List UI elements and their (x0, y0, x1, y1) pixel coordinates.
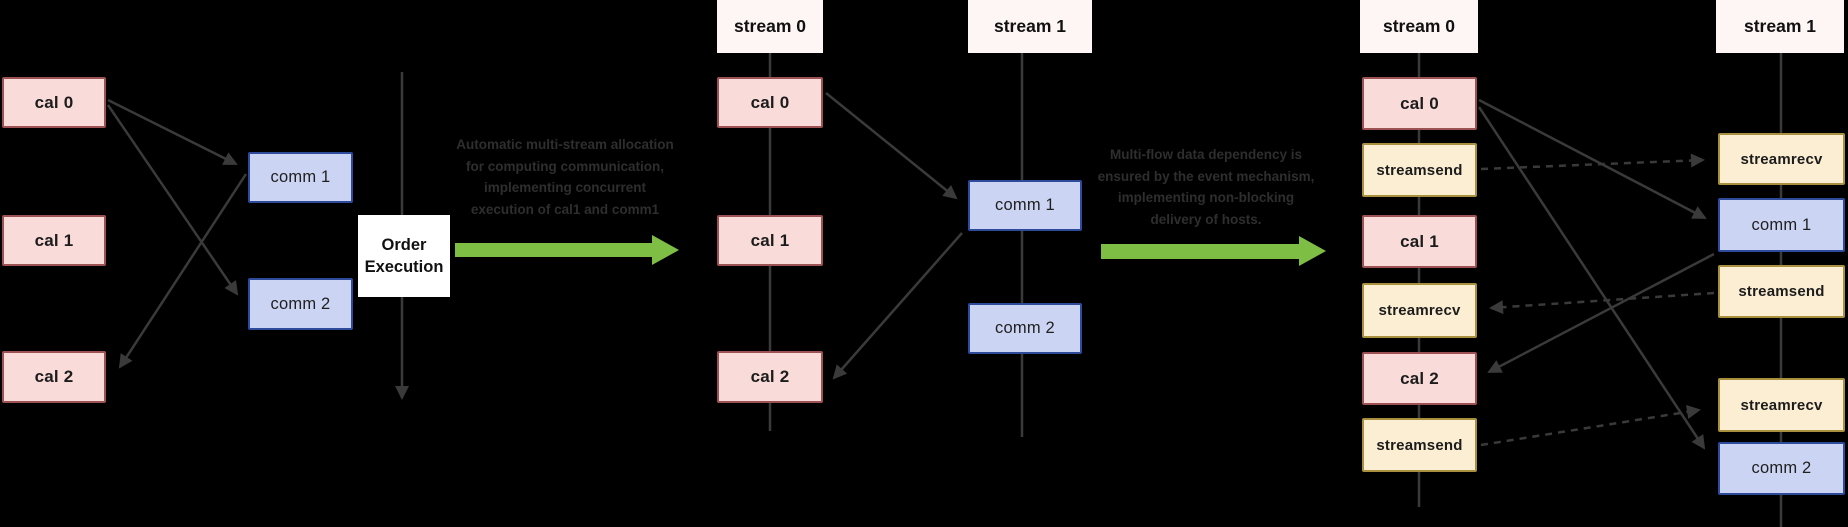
stage3-stream1-header: stream 1 (1716, 0, 1844, 53)
arrow-comm1-cal2-stage3 (1487, 252, 1715, 374)
dashed-arrow-send0-recv1-bottom (1480, 404, 1701, 447)
stage2-cal1-box: cal 1 (717, 215, 823, 266)
stage3-streamsend0-box: streamsend (1362, 143, 1477, 197)
arrow-comm1-cal2-stage2 (832, 232, 963, 380)
stage2-cal2-box: cal 2 (717, 351, 823, 403)
arrow-comm1-cal2 (118, 173, 248, 369)
stage3-cal1-box: cal 1 (1362, 215, 1477, 268)
dashed-arrow-send0-recv1 (1480, 153, 1705, 171)
stage1-comm1-box: comm 1 (248, 152, 353, 203)
stage3-streamsend1-box: streamsend (1718, 265, 1845, 318)
stage1-cal2-box: cal 2 (2, 351, 106, 403)
stage2-stream1-header: stream 1 (968, 0, 1092, 53)
stage3-streamrecv1-box: streamrecv (1718, 133, 1845, 185)
dashed-arrow-send1-recv0 (1489, 291, 1715, 315)
transition1-caption: Automatic multi-stream allocation for co… (456, 137, 674, 217)
transition-arrow-1 (455, 235, 679, 265)
order-execution-label: Order Execution (358, 215, 450, 297)
arrow-cal0-comm2 (106, 104, 239, 296)
stage1-comm2-box: comm 2 (248, 278, 353, 330)
stage3-streamrecv1b-box: streamrecv (1718, 378, 1845, 432)
arrow-cal0-comm2-stage3 (1477, 106, 1706, 450)
stage3-cal2-box: cal 2 (1362, 352, 1477, 405)
stage3-comm2-box: comm 2 (1718, 442, 1845, 495)
transition-arrow-2 (1101, 236, 1326, 266)
stage2-cal0-box: cal 0 (717, 77, 823, 128)
stage1-cal1-box: cal 1 (2, 215, 106, 266)
stage2-stream0-header: stream 0 (717, 0, 823, 53)
stage2-comm1-box: comm 1 (968, 180, 1082, 231)
arrow-cal0-comm1 (107, 98, 238, 166)
stage3-cal0-box: cal 0 (1362, 77, 1477, 130)
arrow-cal0-comm1-stage3 (1478, 98, 1707, 220)
stage2-comm2-box: comm 2 (968, 303, 1082, 354)
transition2-caption: Multi-flow data dependency is ensured by… (1097, 147, 1315, 227)
stage3-comm1-box: comm 1 (1718, 198, 1845, 252)
stage3-stream0-header: stream 0 (1360, 0, 1478, 53)
stage3-streamsend0b-box: streamsend (1362, 418, 1477, 472)
arrow-cal0-comm1-stage2 (825, 92, 958, 200)
stage3-streamrecv0-box: streamrecv (1362, 283, 1477, 338)
stage1-cal0-box: cal 0 (2, 77, 106, 128)
